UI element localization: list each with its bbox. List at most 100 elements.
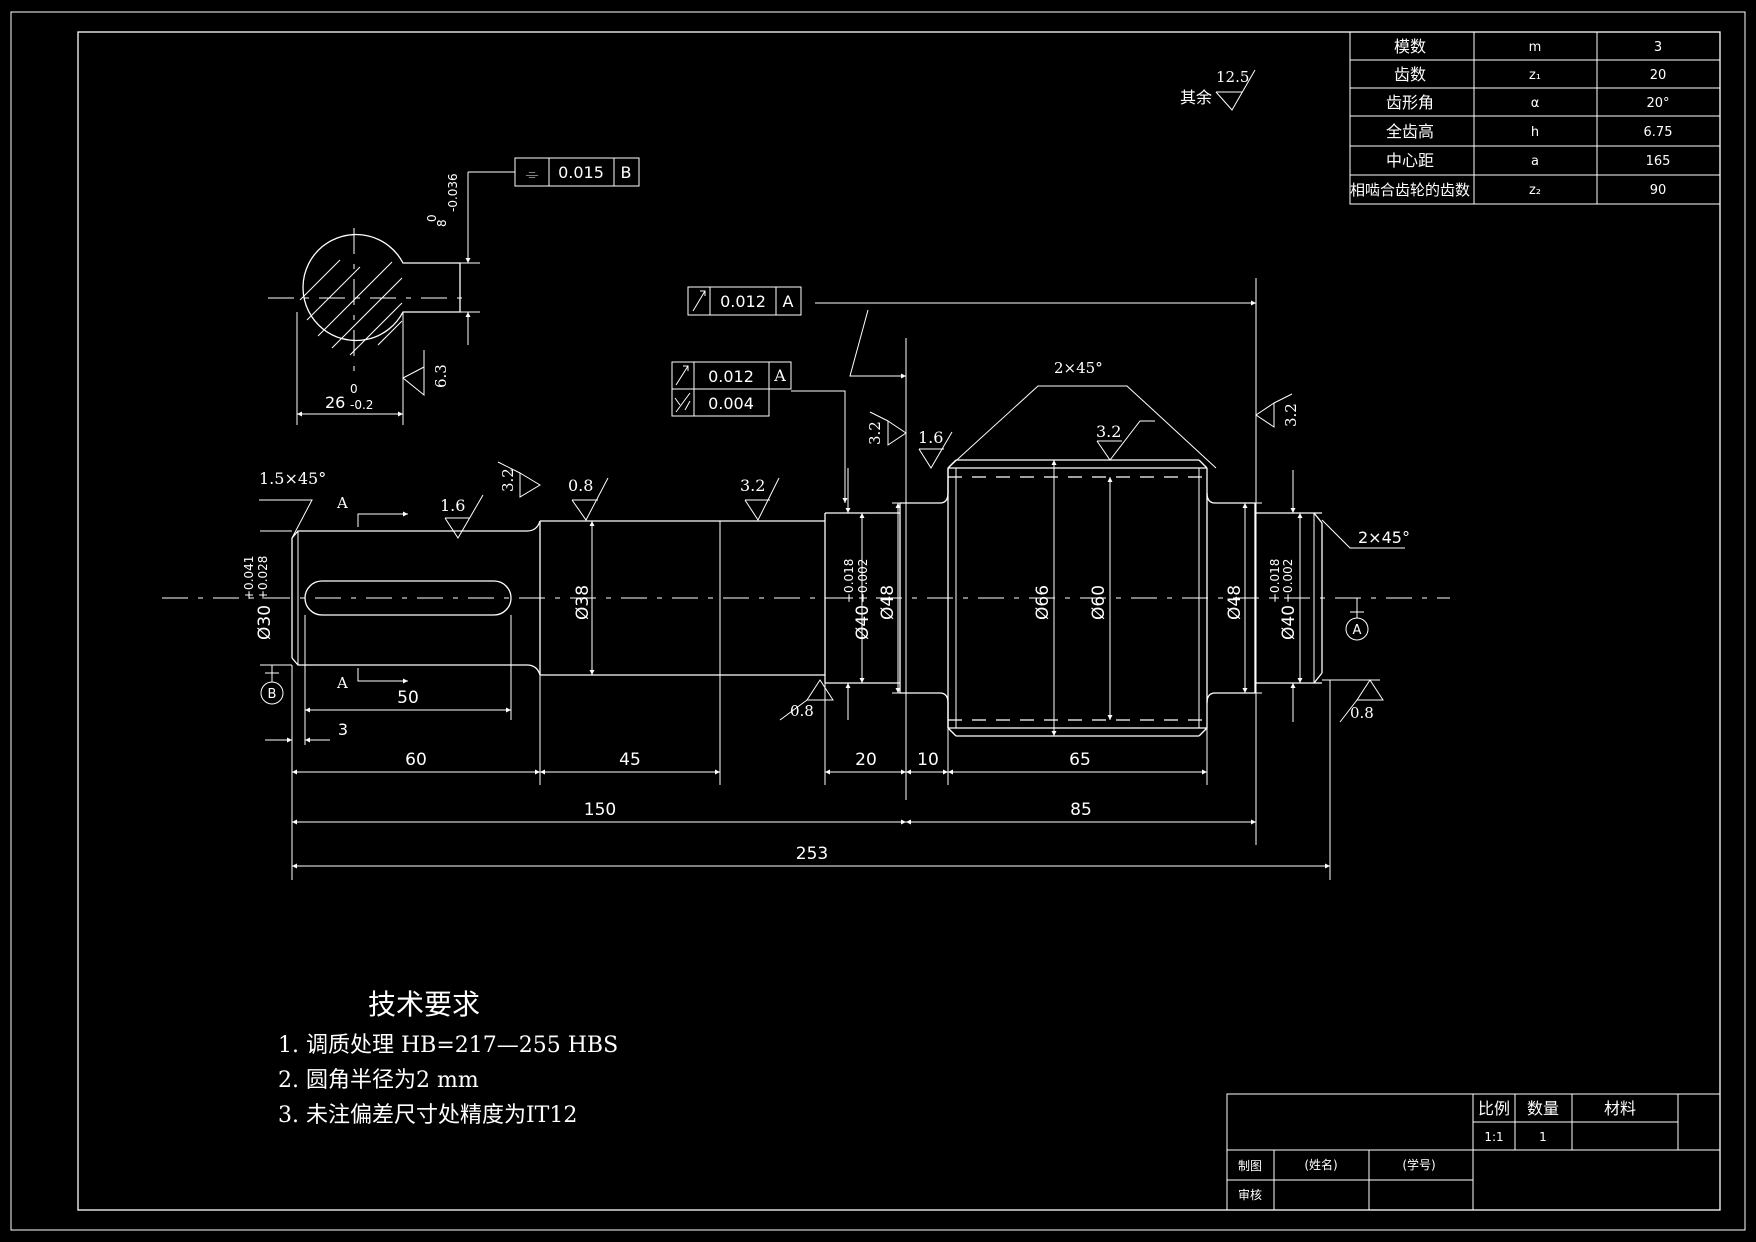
depth-nominal: 26 xyxy=(325,393,345,412)
datum-a-label: A xyxy=(1353,623,1362,638)
table-value-3: 6.75 xyxy=(1644,125,1673,140)
general-roughness: 其余 12.5 xyxy=(1180,68,1256,111)
table-symbol-4: a xyxy=(1531,154,1539,169)
dim-d48-right: Ø48 xyxy=(1225,585,1245,620)
table-param-3: 全齿高 xyxy=(1386,122,1434,141)
roughness-08-d38: 0.8 xyxy=(568,476,593,495)
table-param-2: 齿形角 xyxy=(1386,93,1434,112)
table-param-4: 中心距 xyxy=(1386,151,1434,170)
table-value-2: 20° xyxy=(1646,96,1669,111)
depth-upper: 0 xyxy=(350,382,358,396)
d40-right-dim: Ø40 +0.018 +0.002 xyxy=(1268,470,1303,722)
dim-l253: 253 xyxy=(796,844,828,864)
material-label: 材料 xyxy=(1604,1099,1636,1118)
keyway-width-lower: -0.036 xyxy=(446,173,460,212)
table-param-0: 模数 xyxy=(1394,37,1426,56)
left-chamfer-callout: 1.5×45° xyxy=(259,469,326,539)
table-symbol-1: z₁ xyxy=(1529,68,1541,83)
checked-label: 审核 xyxy=(1238,1187,1262,1202)
qty-label: 数量 xyxy=(1527,1099,1559,1118)
symmetry-datum: B xyxy=(621,163,632,182)
roughness-32-d38: 3.2 xyxy=(740,476,765,495)
dim-l65: 65 xyxy=(1069,750,1091,770)
qty-value: 1 xyxy=(1539,1130,1547,1144)
datum-b-label: B xyxy=(268,687,277,702)
dim-d38: Ø38 xyxy=(573,585,593,620)
dim-key-offset: 3 xyxy=(338,720,348,739)
dim-d30-lower: +0.028 xyxy=(256,556,270,600)
title-block: 比例 数量 材料 1:1 1 制图 (姓名) (学号) 审核 xyxy=(1226,1093,1721,1211)
table-param-5: 相啮合齿轮的齿数 xyxy=(1350,181,1470,199)
roughness-general-prefix: 其余 xyxy=(1180,88,1212,107)
table-value-1: 20 xyxy=(1650,68,1667,83)
requirement-item-3: 3. 未注偏差尺寸处精度为IT12 xyxy=(278,1103,577,1128)
keyway-width-nominal: 8 xyxy=(435,219,449,227)
symmetry-symbol: ⌯ xyxy=(526,164,539,183)
dim-d40-left: Ø40 xyxy=(853,605,873,640)
section-a-marks: A A xyxy=(336,494,408,692)
requirement-item-2: 2. 圆角半径为2 mm xyxy=(278,1068,479,1093)
dim-d48-left: Ø48 xyxy=(878,585,898,620)
dim-l150: 150 xyxy=(584,800,616,820)
section-a-top: A xyxy=(336,494,348,512)
roughness-marks: 3.2 1.6 0.8 3.2 3.2 1.6 3.2 3.2 0.8 xyxy=(440,393,1384,723)
dim-l60: 60 xyxy=(405,750,427,770)
table-value-0: 3 xyxy=(1654,40,1662,55)
dim-d30: Ø30 xyxy=(255,605,275,640)
keyway-section-view: 8 -0.036 0 ⌯ 0.015 B 26 0 -0.2 6.3 xyxy=(268,157,640,425)
shaft-main-view xyxy=(162,459,1450,737)
left-chamfer-label: 1.5×45° xyxy=(259,469,326,488)
roughness-08-bottom-right: 0.8 xyxy=(1350,704,1374,722)
right-chamfer-label: 2×45° xyxy=(1358,528,1410,547)
dim-d40-right-upper: +0.018 xyxy=(1268,559,1282,603)
dim-key-length: 50 xyxy=(397,688,419,708)
dim-d40-left-upper: +0.018 xyxy=(842,559,856,603)
gear-parameter-table: 模数 m 3 齿数 z₁ 20 齿形角 α 20° 全齿高 h 6.75 中心距… xyxy=(1349,31,1721,205)
outer-border xyxy=(10,11,1746,1231)
roughness-32-right: 3.2 xyxy=(1282,403,1300,427)
runout-frame-top: 0.012 A xyxy=(687,278,1257,845)
d30-dim: Ø30 +0.041 +0.028 xyxy=(242,530,292,666)
drawn-label: 制图 xyxy=(1238,1159,1262,1173)
roughness-08-bottom-left: 0.8 xyxy=(790,702,814,720)
dim-d40-right-lower: +0.002 xyxy=(1281,559,1295,603)
length-dimensions: 50 3 60 45 20 10 65 150 85 253 xyxy=(265,615,1331,880)
dim-d60: Ø60 xyxy=(1089,585,1109,620)
roughness-32-gear: 3.2 xyxy=(1096,422,1121,441)
dim-l45: 45 xyxy=(619,750,641,770)
table-value-4: 165 xyxy=(1646,154,1671,169)
table-symbol-5: z₂ xyxy=(1529,183,1541,198)
gear-chamfer-callout: 2×45° xyxy=(947,359,1217,469)
name-label: (姓名) xyxy=(1304,1157,1337,1172)
dim-d40-left-lower: +0.002 xyxy=(856,559,870,603)
gear-chamfer-label: 2×45° xyxy=(1054,359,1103,377)
depth-lower: -0.2 xyxy=(350,398,373,412)
table-symbol-0: m xyxy=(1529,40,1542,55)
runout-cylindricity-frame: 0.012 A 0.004 xyxy=(671,361,848,503)
table-symbol-2: α xyxy=(1531,96,1540,111)
requirement-item-1: 1. 调质处理 HB=217—255 HBS xyxy=(278,1033,618,1058)
gear-diameters: Ø66 Ø60 xyxy=(1033,460,1113,736)
roughness-general-value: 12.5 xyxy=(1216,68,1249,86)
scale-label: 比例 xyxy=(1478,1099,1510,1118)
scale-value: 1:1 xyxy=(1484,1130,1503,1144)
requirements-title: 技术要求 xyxy=(368,988,480,1021)
id-label: (学号) xyxy=(1402,1157,1435,1172)
dim-l10: 10 xyxy=(917,750,939,770)
technical-requirements: 技术要求 1. 调质处理 HB=217—255 HBS 2. 圆角半径为2 mm… xyxy=(278,988,618,1128)
roughness-16-shoulder: 1.6 xyxy=(918,428,943,447)
d38-dim: Ø38 xyxy=(573,521,595,675)
runout-top-datum: A xyxy=(783,292,794,311)
symmetry-value: 0.015 xyxy=(558,163,604,182)
table-symbol-3: h xyxy=(1531,125,1539,140)
right-chamfer-callout: 2×45° xyxy=(1321,519,1410,549)
roughness-32-shoulder: 3.2 xyxy=(866,421,884,445)
datum-a-symbol: A xyxy=(1345,598,1369,641)
d40-left-dim: Ø40 +0.018 +0.002 xyxy=(842,468,873,720)
datum-b-symbol: B xyxy=(260,665,284,705)
table-value-5: 90 xyxy=(1650,183,1667,198)
inner-frame xyxy=(77,31,1721,1211)
roughness-32-left: 3.2 xyxy=(499,468,517,492)
section-roughness: 6.3 xyxy=(432,364,450,388)
